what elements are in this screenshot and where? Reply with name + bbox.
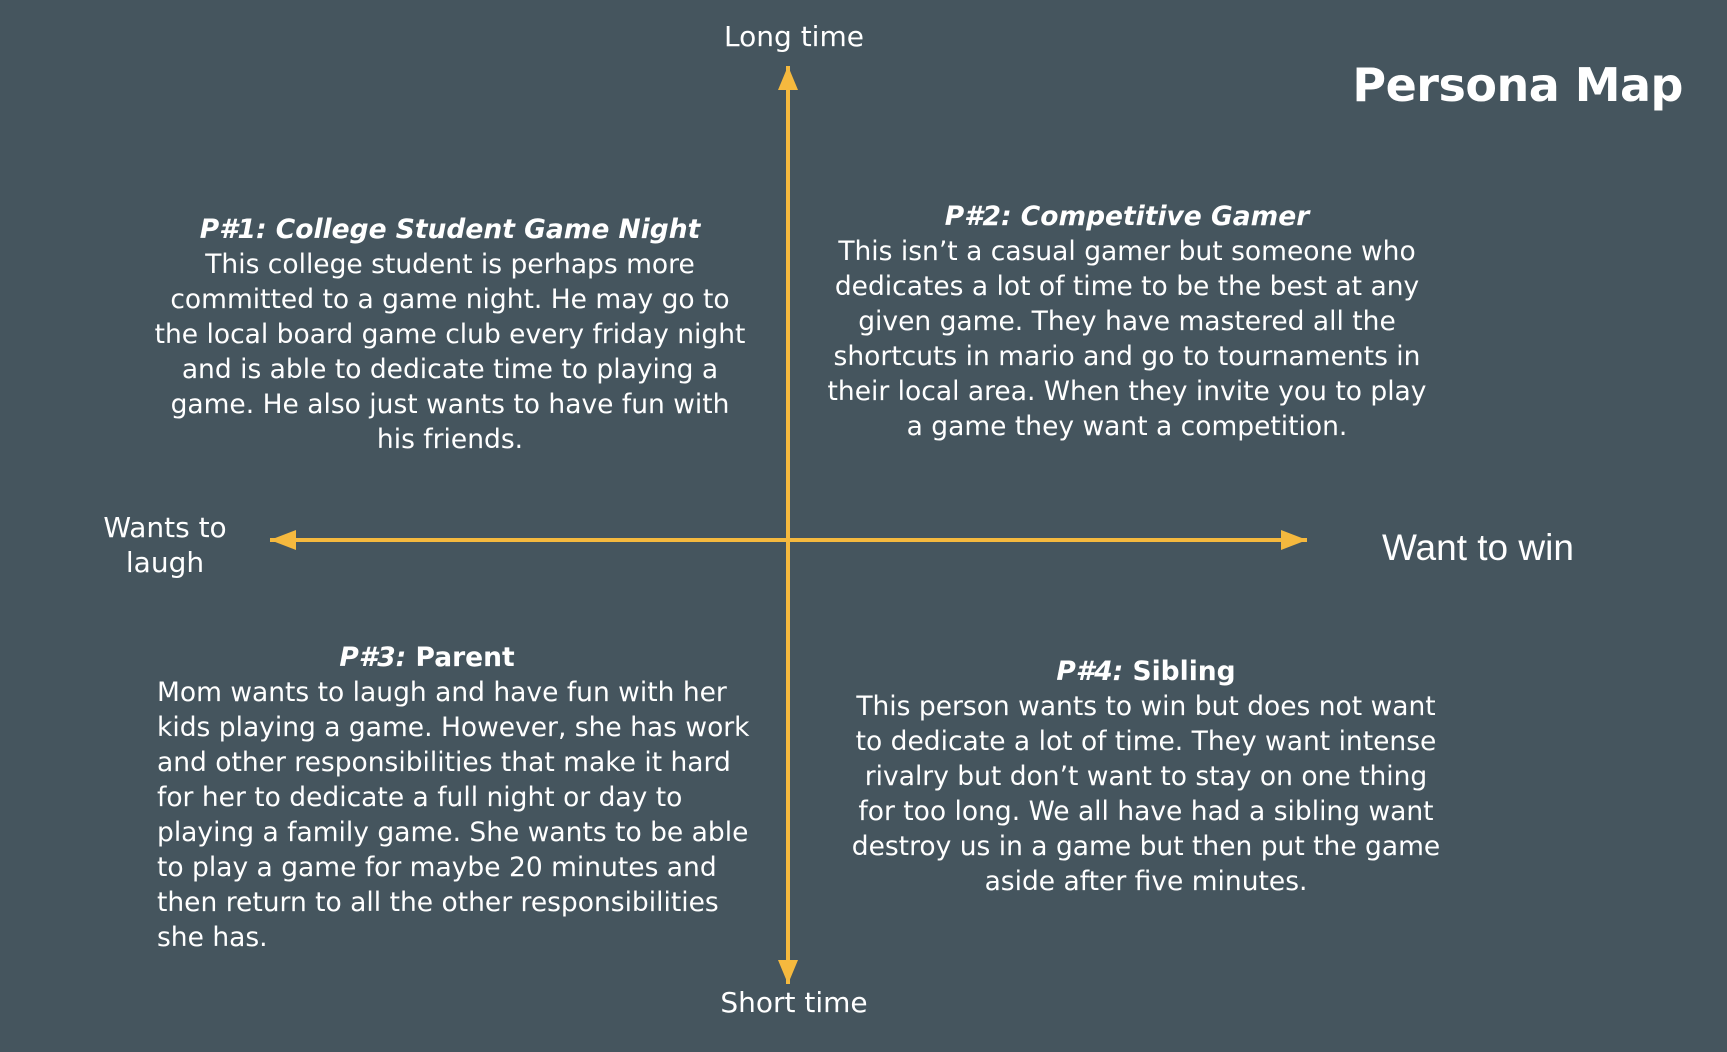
axis-label-right: Want to win xyxy=(1382,527,1574,568)
persona-3-title: P#3: xyxy=(339,642,407,673)
axis-label-bottom: Short time xyxy=(720,986,868,1019)
axis-label-left: Wants to laugh xyxy=(103,511,227,579)
persona-3-title-line: P#3: Parent xyxy=(157,640,757,675)
persona-3-name: Parent xyxy=(415,642,515,673)
persona-2: P#2: Competitive Gamer This isn’t a casu… xyxy=(826,199,1428,444)
persona-4-name: Sibling xyxy=(1132,656,1236,687)
persona-2-body: This isn’t a casual gamer but someone wh… xyxy=(827,236,1427,442)
arrow-left-icon xyxy=(270,530,296,550)
arrow-down-icon xyxy=(778,960,798,984)
persona-3: P#3: Parent Mom wants to laugh and have … xyxy=(157,640,757,955)
persona-4-title: P#4: xyxy=(1056,656,1124,687)
persona-2-title: P#2: Competitive Gamer xyxy=(944,201,1310,232)
page-title: Persona Map xyxy=(1352,58,1683,112)
persona-1-body: This college student is perhaps more com… xyxy=(154,249,746,455)
persona-1: P#1: College Student Game Night This col… xyxy=(150,212,750,457)
persona-4-body: This person wants to win but does not wa… xyxy=(851,691,1441,897)
persona-4-title-line: P#4: Sibling xyxy=(846,654,1446,689)
arrow-right-icon xyxy=(1281,530,1307,550)
persona-3-body: Mom wants to laugh and have fun with her… xyxy=(157,677,750,953)
persona-4: P#4: Sibling This person wants to win bu… xyxy=(846,654,1446,899)
axis-label-top: Long time xyxy=(724,20,864,53)
persona-1-title: P#1: College Student Game Night xyxy=(199,214,701,245)
arrow-up-icon xyxy=(778,66,798,90)
